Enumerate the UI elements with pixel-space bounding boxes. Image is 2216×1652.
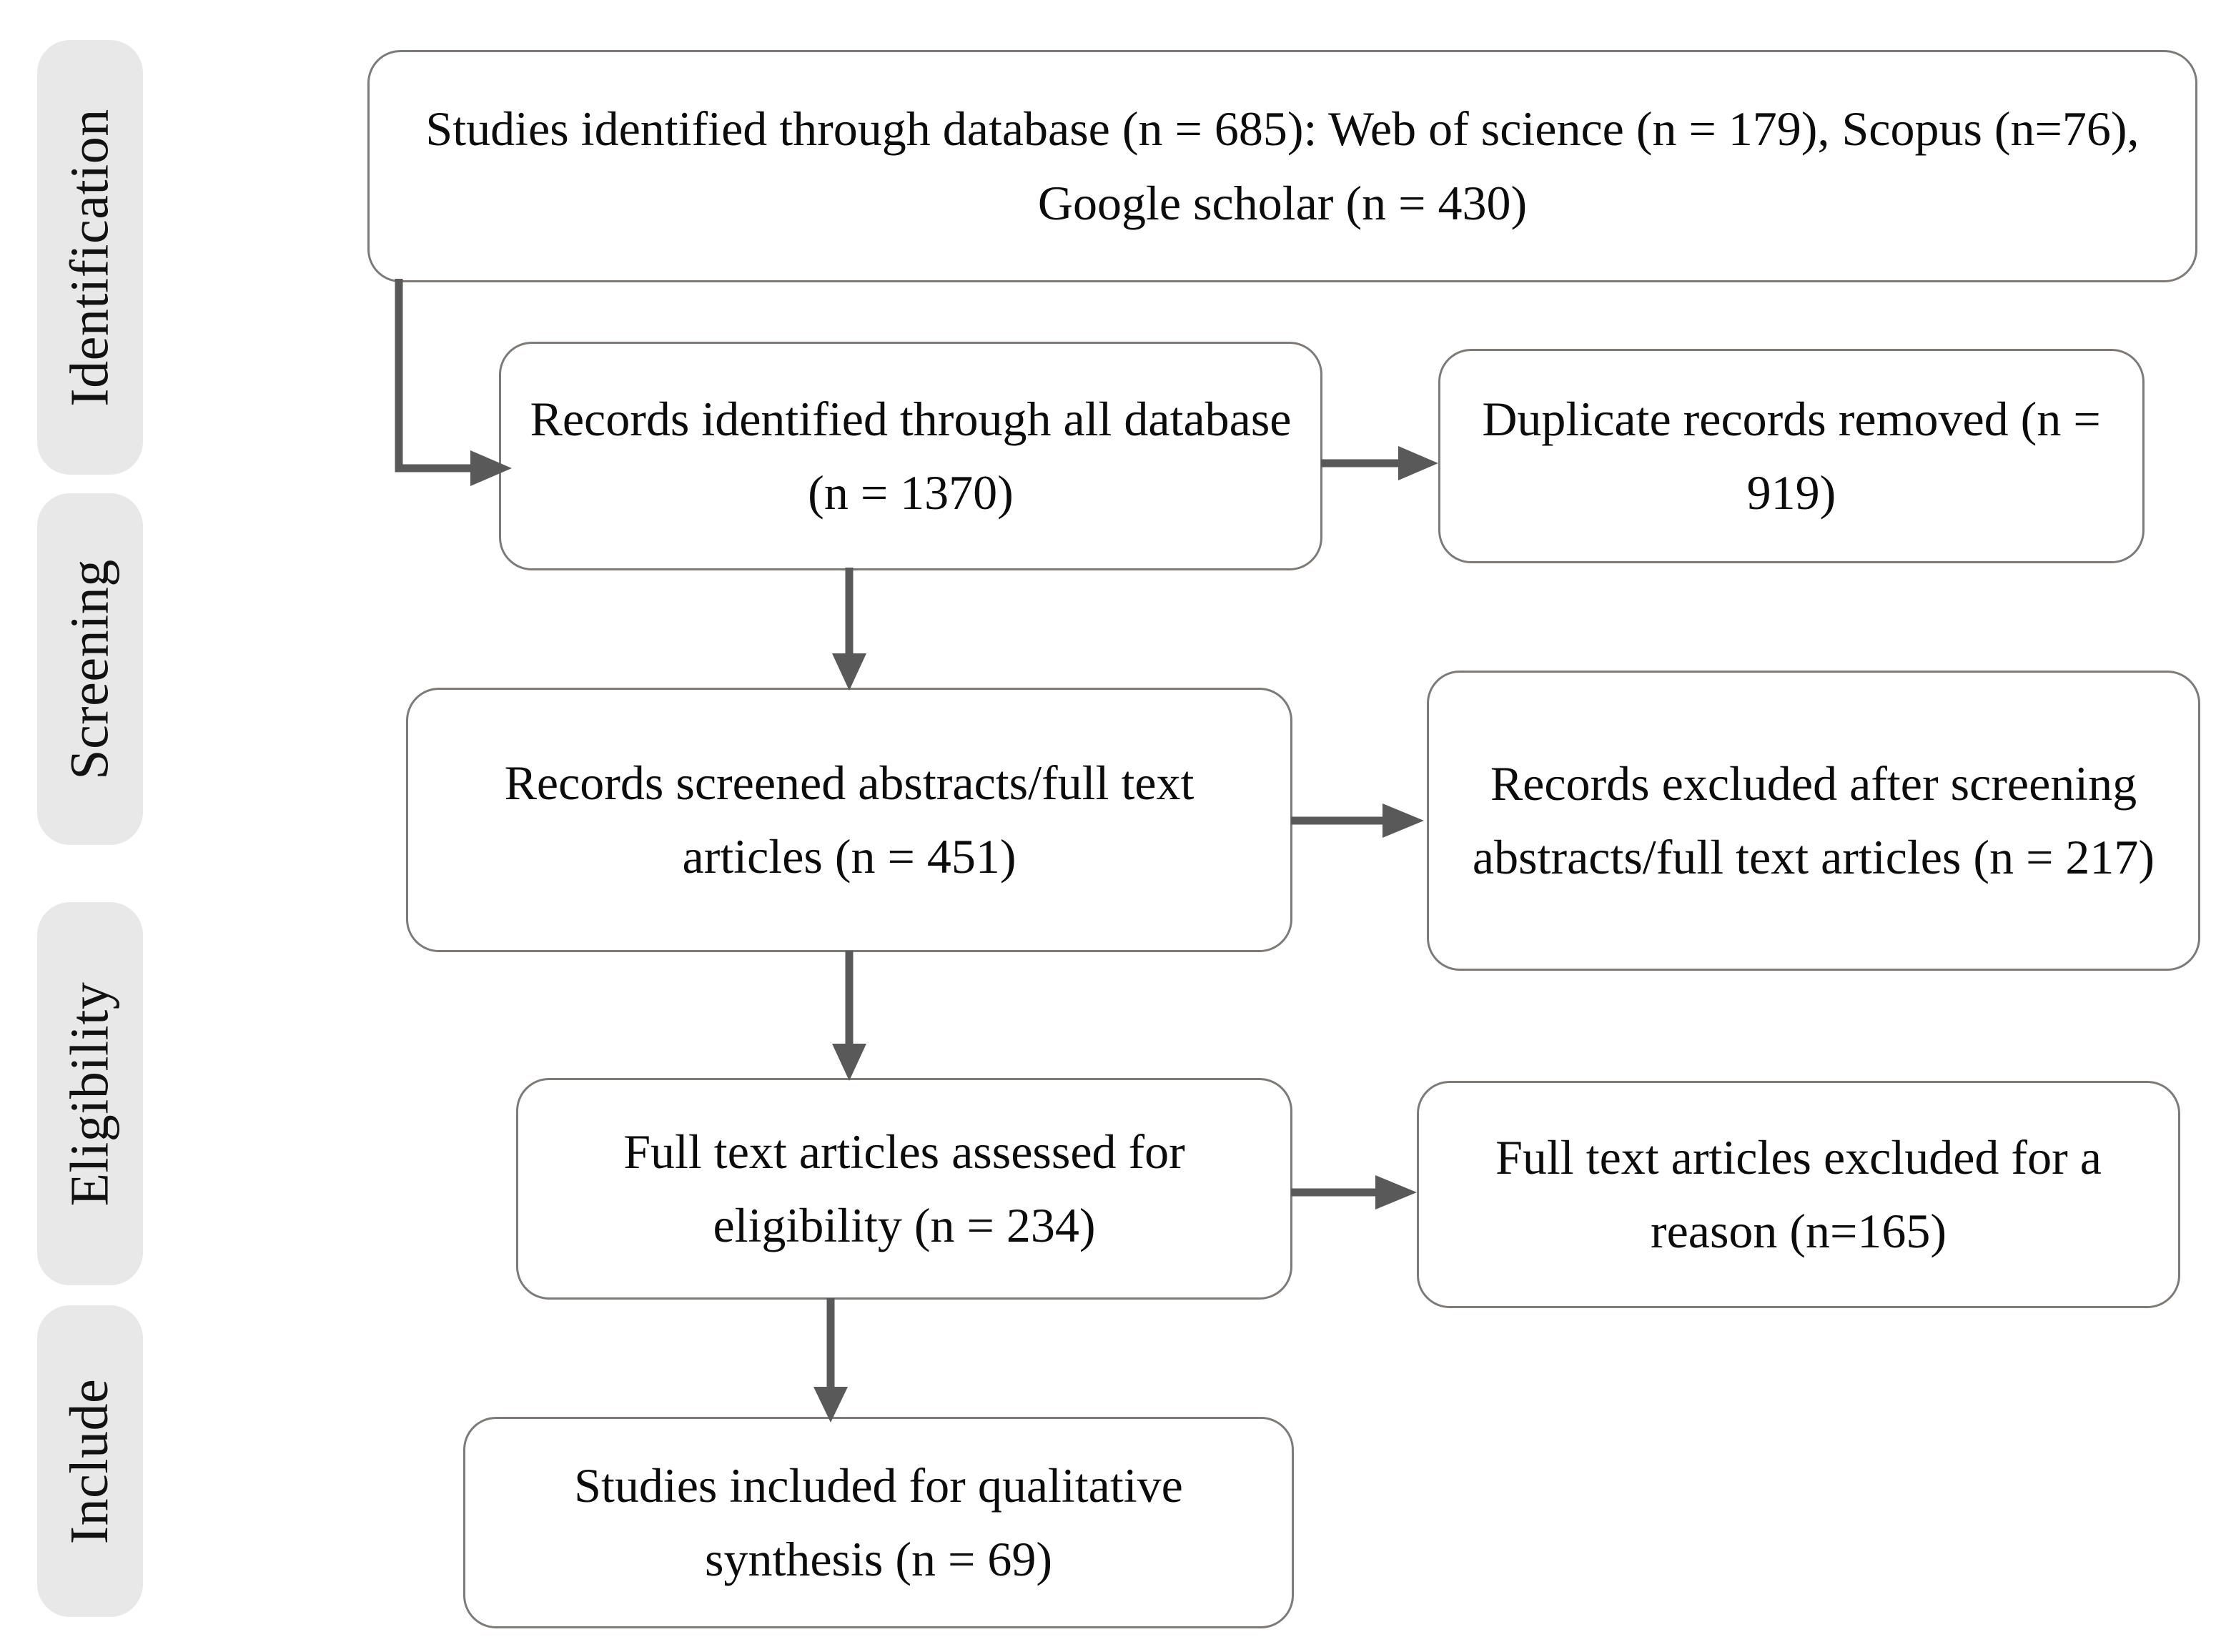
box-records-screened-text: Records screened abstracts/full text art… — [504, 755, 1194, 884]
box-fulltext-excluded: Full text articles excluded for a reason… — [1417, 1081, 2180, 1308]
stage-label-screening-text: Screening — [59, 558, 120, 780]
box-fulltext-assessed-text: Full text articles assessed for eligibil… — [623, 1124, 1185, 1252]
box-studies-included: Studies included for qualitative synthes… — [463, 1417, 1294, 1628]
box-fulltext-assessed: Full text articles assessed for eligibil… — [516, 1078, 1292, 1300]
connector-screened-to-excluded — [1291, 799, 1434, 842]
stage-label-screening: Screening — [37, 493, 143, 845]
stage-label-eligibility-text: Eligibility — [59, 981, 120, 1206]
connector-records-to-duplicates — [1321, 442, 1450, 485]
connector-identified-to-records — [386, 279, 529, 493]
box-records-all-database-text: Records identified through all database … — [530, 391, 1292, 520]
box-identified-sources-text: Studies identified through database (n =… — [425, 102, 2140, 230]
stage-label-identification-text: Identification — [59, 108, 120, 407]
connector-assessed-to-included — [809, 1298, 852, 1427]
box-records-excluded-text: Records excluded after screening abstrac… — [1472, 756, 2155, 884]
connector-screened-to-assessed — [828, 951, 871, 1087]
stage-label-include: Include — [37, 1305, 143, 1617]
box-records-all-database: Records identified through all database … — [499, 342, 1322, 570]
stage-label-include-text: Include — [59, 1378, 120, 1544]
stage-label-identification: Identification — [37, 40, 143, 475]
box-records-screened: Records screened abstracts/full text art… — [406, 688, 1292, 952]
stage-label-eligibility: Eligibility — [37, 902, 143, 1285]
box-fulltext-excluded-text: Full text articles excluded for a reason… — [1495, 1129, 2102, 1258]
box-duplicates-removed-text: Duplicate records removed (n = 919) — [1482, 391, 2101, 520]
connector-assessed-to-fulltext-excluded — [1291, 1171, 1427, 1214]
box-studies-included-text: Studies included for qualitative synthes… — [574, 1458, 1183, 1586]
box-duplicates-removed: Duplicate records removed (n = 919) — [1438, 349, 2145, 563]
connector-records-to-screened — [828, 568, 871, 696]
box-records-excluded: Records excluded after screening abstrac… — [1427, 671, 2200, 971]
box-identified-sources: Studies identified through database (n =… — [367, 50, 2197, 282]
